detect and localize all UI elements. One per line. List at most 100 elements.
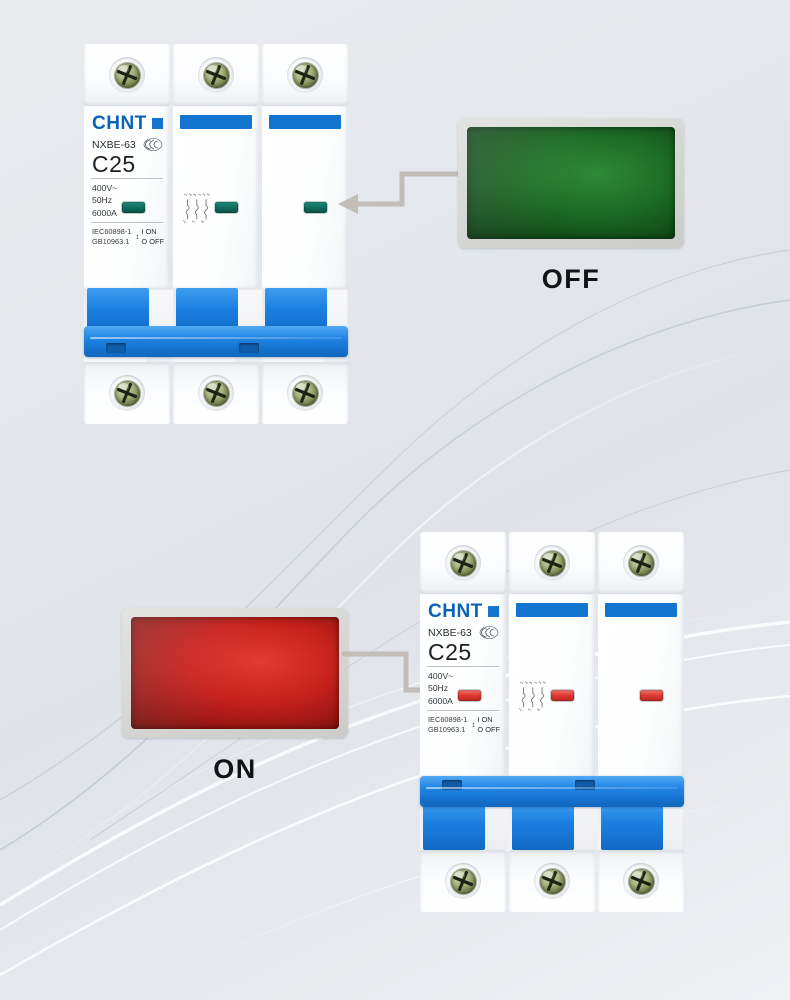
voltage-spec: 400V~	[92, 183, 118, 194]
state-label-on: ON	[213, 754, 257, 784]
brand-square-icon	[151, 117, 163, 129]
breaking-capacity-spec: 6000A	[92, 207, 117, 218]
brand-square-icon	[487, 605, 499, 617]
svg-text:3: 3	[524, 681, 529, 685]
terminal-block	[173, 44, 259, 106]
top-terminal-row	[420, 532, 684, 594]
brand-logo: CHNT	[428, 600, 483, 622]
frequency-spec: 50Hz	[428, 683, 449, 694]
bottom-terminal-row	[420, 850, 684, 912]
svg-text:5: 5	[207, 193, 212, 197]
wiring-schematic-icon: 1 3 5 1 3 5 2 4 6	[519, 681, 548, 712]
indicator-screen-green	[467, 127, 675, 239]
pole-face-plain	[262, 106, 348, 288]
terminal-screw-icon	[109, 375, 145, 411]
position-labels: I ON O OFF	[477, 715, 500, 735]
terminal-block	[420, 850, 506, 912]
position-on-label: I ON	[477, 714, 493, 724]
common-handle-bar[interactable]	[420, 776, 684, 807]
position-on-label: I ON	[141, 226, 157, 236]
off-callout-leader-line	[338, 171, 468, 214]
position-off-label: O OFF	[141, 236, 164, 246]
standard-gb: GB10963.1	[92, 236, 130, 246]
svg-text:1: 1	[184, 193, 189, 197]
svg-text:5: 5	[543, 681, 548, 685]
standards-row: IEC60898-1 GB10963.1 ↕ I ON O OFF	[84, 223, 170, 247]
svg-text:1: 1	[533, 681, 538, 685]
terminal-screw-icon	[198, 375, 234, 411]
terminal-block	[509, 532, 595, 594]
terminal-block	[84, 44, 170, 106]
frequency-spec: 50Hz	[92, 195, 113, 206]
svg-text:3: 3	[188, 193, 193, 197]
divider	[427, 666, 499, 668]
svg-text:6: 6	[200, 220, 205, 224]
svg-text:6: 6	[536, 708, 541, 712]
brand-row: CHNT	[420, 594, 506, 622]
updown-arrow-icon: ↕	[135, 231, 140, 241]
pole-toggle[interactable]	[423, 802, 485, 850]
current-rating: C25	[428, 639, 472, 665]
state-label-off: OFF	[541, 264, 601, 294]
model-row: NXBE-63	[84, 134, 170, 152]
ccc-mark-icon	[143, 138, 163, 151]
ccc-mark-icon	[479, 626, 499, 639]
pole-face-schematic: 1 3 5 1 3 5 2 4 6	[173, 106, 259, 288]
status-indicator-window	[122, 202, 145, 213]
toggle-handle-area-off[interactable]	[84, 288, 348, 362]
position-legend: ↕ I ON O OFF	[135, 227, 164, 247]
indicator-panel-bezel	[122, 608, 348, 738]
model-number: NXBE-63	[428, 626, 472, 639]
status-indicator-window	[551, 690, 574, 701]
terminal-block	[173, 362, 259, 424]
pole-face-branded: CHNT NXBE-63 C25 400V~ 50Hz 6000A	[420, 594, 506, 776]
standards-row: IEC60898-1 GB10963.1 ↕ I ON O OFF	[420, 711, 506, 735]
position-legend: ↕ I ON O OFF	[471, 715, 500, 735]
wiring-schematic-icon: 1 3 5 1 3 5 2 4 6	[183, 193, 212, 224]
status-indicator-window	[458, 690, 481, 701]
toggle-handle-area-on[interactable]	[420, 776, 684, 850]
terminal-screw-icon	[287, 57, 323, 93]
svg-text:4: 4	[191, 219, 196, 224]
terminal-block	[262, 362, 348, 424]
spec-block: 400V~ 50Hz 6000A	[84, 179, 170, 219]
status-indicator-window	[640, 690, 663, 701]
updown-arrow-icon: ↕	[471, 719, 476, 729]
breaker-front-face: CHNT NXBE-63 C25 400V~ 50Hz 6000A	[420, 594, 684, 776]
terminal-screw-icon	[445, 545, 481, 581]
terminal-block	[509, 850, 595, 912]
on-state-callout: ON	[122, 608, 348, 785]
bottom-terminal-row	[84, 362, 348, 424]
brand-row: CHNT	[84, 106, 170, 134]
model-number: NXBE-63	[92, 138, 136, 151]
svg-text:5: 5	[529, 681, 534, 685]
standard-gb: GB10963.1	[428, 724, 466, 734]
terminal-block	[262, 44, 348, 106]
circuit-breaker-off-state: CHNT NXBE-63 C25 400V~ 50Hz 6000A	[84, 44, 348, 424]
pole-face-branded: CHNT NXBE-63 C25 400V~ 50Hz 6000A	[84, 106, 170, 288]
svg-text:2: 2	[519, 708, 523, 712]
pole-face-plain	[598, 594, 684, 776]
brand-logo: CHNT	[92, 112, 147, 134]
standard-iec: IEC60898-1	[428, 714, 468, 724]
position-labels: I ON O OFF	[141, 227, 164, 247]
terminal-block	[598, 532, 684, 594]
pole-toggle[interactable]	[512, 802, 574, 850]
standard-iec: IEC60898-1	[92, 226, 132, 236]
terminal-screw-icon	[534, 863, 570, 899]
svg-text:1: 1	[197, 193, 202, 197]
spec-block: 400V~ 50Hz 6000A	[420, 667, 506, 707]
terminal-screw-icon	[198, 57, 234, 93]
divider	[91, 221, 163, 223]
indicator-screen-red	[131, 617, 339, 729]
indicator-panel-bezel	[458, 118, 684, 248]
terminal-screw-icon	[623, 545, 659, 581]
off-state-callout: OFF	[458, 118, 684, 295]
blue-accent-bar	[269, 115, 341, 129]
common-handle-bar[interactable]	[84, 326, 348, 357]
terminal-block	[84, 362, 170, 424]
svg-text:4: 4	[527, 707, 532, 712]
breaker-front-face: CHNT NXBE-63 C25 400V~ 50Hz 6000A	[84, 106, 348, 288]
pole-toggle[interactable]	[601, 802, 663, 850]
standards-text: IEC60898-1 GB10963.1	[92, 227, 131, 247]
